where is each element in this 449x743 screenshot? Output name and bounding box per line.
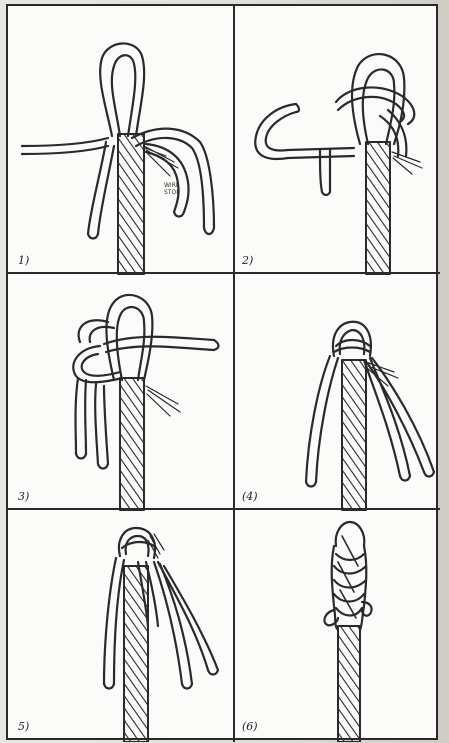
- panel-3-caption: 3): [18, 490, 29, 503]
- panel-2-drawing: [255, 54, 422, 274]
- panel-1-drawing: [22, 43, 214, 274]
- panel-4-caption: (4): [242, 490, 258, 503]
- wire-stop-label: WIRE STOP: [164, 182, 194, 196]
- panel-6-drawing: [324, 522, 371, 742]
- standing-rope: [118, 134, 144, 274]
- standing-rope: [120, 378, 144, 510]
- splice-diagram-figure: 1) 2) 3) (4) 5) (6) WIRE STOP: [6, 4, 438, 740]
- panel-5-caption: 5): [18, 720, 29, 733]
- splice-diagram-svg: [8, 6, 440, 742]
- standing-rope: [338, 626, 360, 742]
- panel-6-caption: (6): [242, 720, 258, 733]
- panel-4-drawing: [306, 322, 434, 510]
- standing-rope: [342, 360, 366, 510]
- standing-rope: [124, 566, 148, 742]
- wire-stop-label-line1: WIRE: [164, 182, 194, 189]
- panel-1-caption: 1): [18, 254, 29, 267]
- wire-stop-label-line2: STOP: [164, 189, 194, 196]
- panel-3-drawing: [73, 295, 218, 510]
- panel-5-drawing: [104, 528, 218, 742]
- standing-rope: [366, 142, 390, 274]
- panel-2-caption: 2): [242, 254, 253, 267]
